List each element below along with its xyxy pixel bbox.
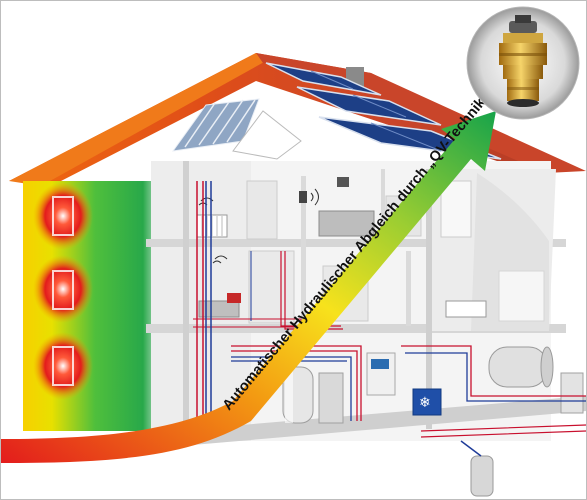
boiler-icon xyxy=(282,366,314,424)
heat-pump-icon: ❄ xyxy=(412,388,442,416)
thermal-window-top xyxy=(33,182,93,250)
roof xyxy=(9,53,586,186)
thermal-window-middle xyxy=(33,255,93,323)
svg-text:❄: ❄ xyxy=(419,395,431,411)
thermal-window-bottom xyxy=(33,332,93,400)
thermostat-icon xyxy=(299,188,319,206)
radiator-icon xyxy=(196,197,228,238)
storage-tank xyxy=(488,346,554,388)
valve-insert-icon xyxy=(466,6,580,120)
